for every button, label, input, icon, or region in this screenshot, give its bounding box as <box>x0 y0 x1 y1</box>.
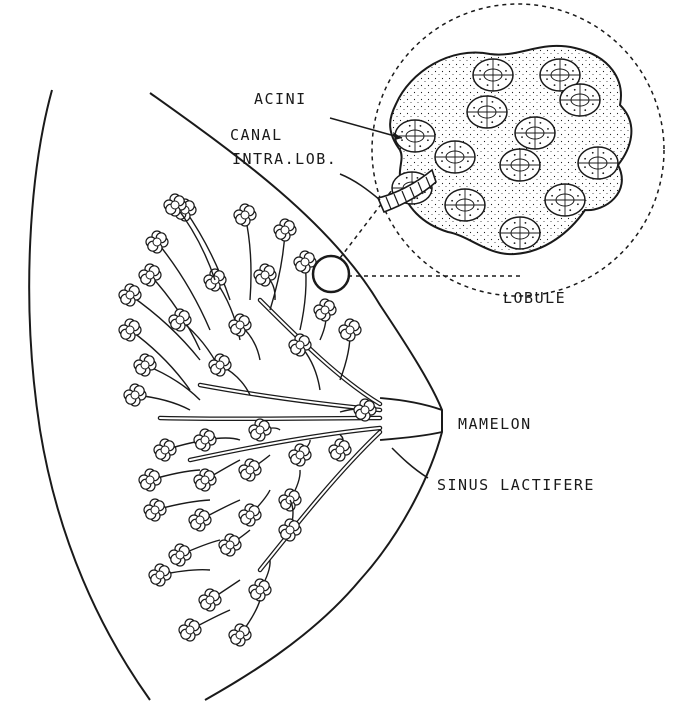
lobule-cluster <box>146 231 168 253</box>
lobule-cluster <box>194 469 216 491</box>
lobule-cluster <box>249 419 271 441</box>
label-mamelon: MAMELON <box>458 415 532 433</box>
lobule-cluster <box>199 589 221 611</box>
lobule-cluster <box>329 439 351 461</box>
acinus <box>445 189 485 221</box>
acinus <box>515 117 555 149</box>
lobule-cluster <box>189 509 211 531</box>
acinus <box>560 84 600 116</box>
nipple <box>380 398 442 440</box>
lobule-cluster <box>149 564 171 586</box>
lobule-cluster <box>279 519 301 541</box>
label-canal: CANAL <box>230 126 283 144</box>
lobule-cluster <box>194 429 216 451</box>
lobule-cluster <box>249 579 271 601</box>
acinus <box>473 59 513 91</box>
lobule-cluster <box>239 459 261 481</box>
acinus <box>500 149 540 181</box>
lobule-cluster <box>254 264 276 286</box>
lobule-cluster <box>239 504 261 526</box>
acinus <box>467 96 507 128</box>
lobule-cluster <box>134 354 156 376</box>
acinus <box>395 120 435 152</box>
label-sinus-lactifere: SINUS LACTIFERE <box>437 476 595 494</box>
lobule-cluster <box>154 439 176 461</box>
acinus <box>545 184 585 216</box>
acinus <box>435 141 475 173</box>
acinus <box>500 217 540 249</box>
label-acini: ACINI <box>254 90 307 108</box>
lactiferous-duct-tree <box>119 194 380 646</box>
branch-duct <box>145 365 200 400</box>
acinus <box>578 147 618 179</box>
label-lobule: LOBULE <box>503 289 566 307</box>
lobule-cluster <box>139 469 161 491</box>
lobule-cluster <box>229 624 251 646</box>
main-duct <box>190 428 380 460</box>
lobule-cluster <box>169 544 191 566</box>
lobule-cluster <box>219 534 241 556</box>
lobule-cluster <box>289 334 311 356</box>
lobule-cluster <box>289 444 311 466</box>
label-intra-lob: INTRA.LOB. <box>232 150 337 168</box>
branch-duct <box>245 215 251 300</box>
lobule-cluster <box>144 499 166 521</box>
lobule-cluster <box>314 299 336 321</box>
lobule-cluster <box>339 319 361 341</box>
lobule-cluster <box>234 204 256 226</box>
lobule-cluster <box>274 219 296 241</box>
lobule-cluster <box>169 309 191 331</box>
lobule-cluster <box>119 319 141 341</box>
main-duct <box>260 432 380 570</box>
lobule-cluster <box>124 384 146 406</box>
lobule-cluster <box>119 284 141 306</box>
lobule-highlight-circle <box>313 256 349 292</box>
lobule-cluster <box>179 619 201 641</box>
